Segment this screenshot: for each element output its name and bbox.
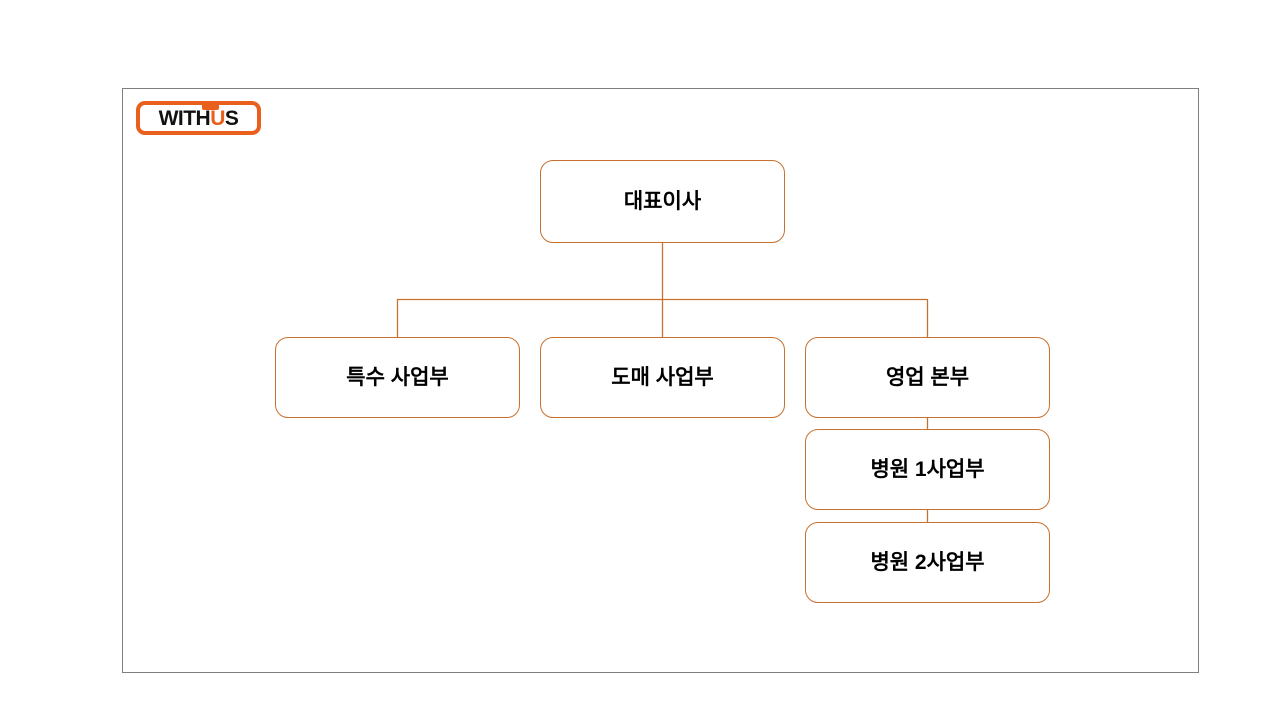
org-node-wholesale-division[interactable]: 도매 사업부 (540, 337, 785, 418)
org-node-special-division[interactable]: 특수 사업부 (275, 337, 520, 418)
logo-text-before: WITH (158, 106, 211, 130)
org-node-sales-headquarters[interactable]: 영업 본부 (805, 337, 1050, 418)
org-node-label: 특수 사업부 (346, 365, 449, 389)
org-node-hospital-division-1[interactable]: 병원 1사업부 (805, 429, 1050, 510)
org-node-hospital-division-2[interactable]: 병원 2사업부 (805, 522, 1050, 603)
org-node-ceo[interactable]: 대표이사 (540, 160, 785, 243)
org-node-label: 병원 2사업부 (870, 550, 985, 574)
logo-text-after: S (224, 106, 239, 130)
logo-u-bridge-shape (202, 101, 219, 110)
logo-text-u: U (210, 106, 225, 130)
org-node-label: 병원 1사업부 (870, 457, 985, 481)
org-node-label: 대표이사 (623, 189, 702, 213)
org-node-label: 도매 사업부 (611, 365, 714, 389)
org-node-label: 영업 본부 (885, 365, 970, 389)
